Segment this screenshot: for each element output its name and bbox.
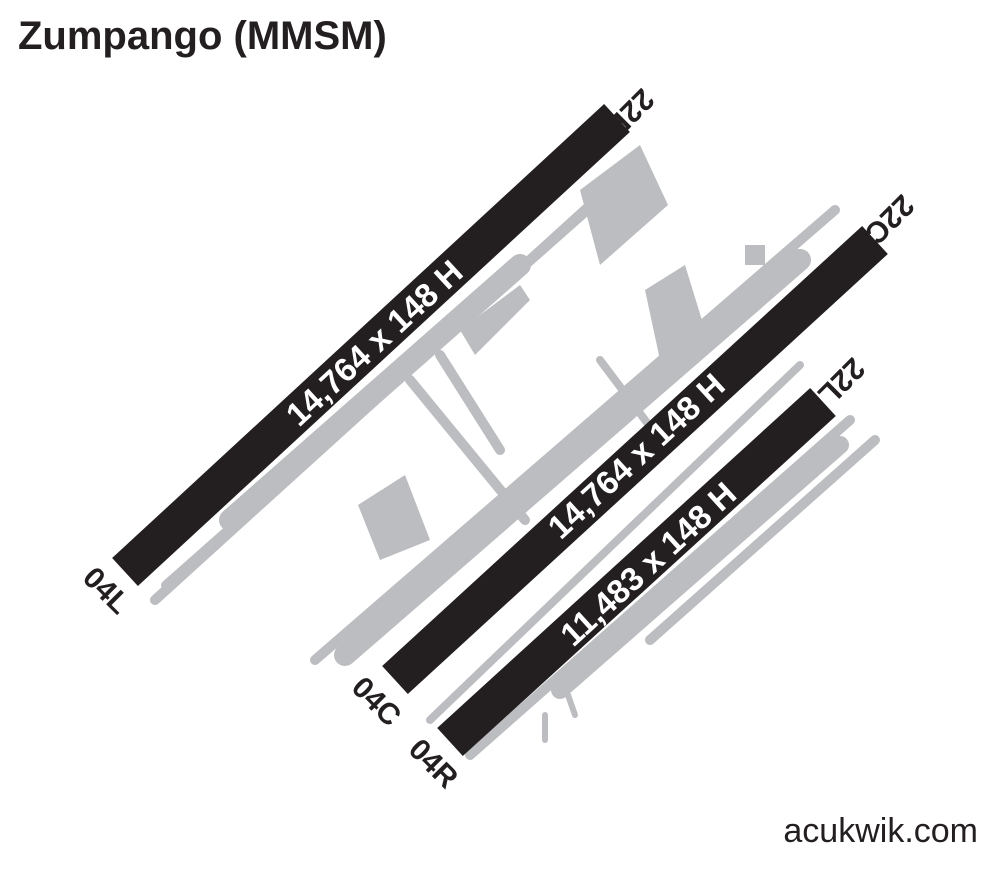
taxiway <box>435 350 505 455</box>
aprons <box>358 145 765 560</box>
taxiway <box>310 205 840 665</box>
runway-surface <box>382 225 888 695</box>
taxiway <box>334 249 811 666</box>
source-credit: acukwik.com <box>783 812 978 850</box>
apron <box>645 265 705 360</box>
taxiway <box>645 435 880 645</box>
taxiways <box>150 155 880 760</box>
apron <box>745 245 765 265</box>
apron <box>580 145 668 265</box>
taxiway <box>405 375 530 525</box>
taxiway <box>565 692 578 718</box>
airport-title: Zumpango (MMSM) <box>18 14 387 58</box>
runway-04r-22l: 11,483 x 148 H 04R 22L <box>402 351 871 795</box>
runway-surface <box>437 387 836 757</box>
runway-surface <box>112 104 630 586</box>
taxiway <box>219 254 531 531</box>
taxiway <box>426 361 804 724</box>
taxiway <box>551 436 849 699</box>
apron <box>358 475 430 560</box>
apron <box>460 285 530 355</box>
taxiway <box>465 415 855 760</box>
